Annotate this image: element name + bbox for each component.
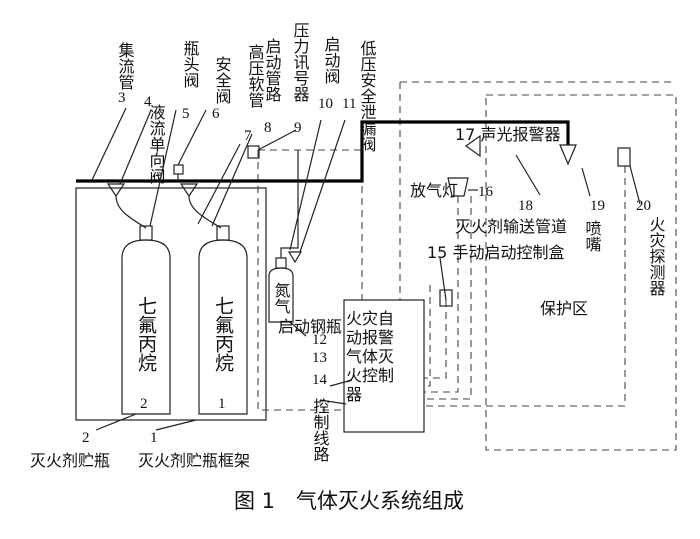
- control-line-e: [424, 196, 459, 393]
- cylinder-2-valve: [139, 225, 153, 241]
- num-8: 8: [264, 120, 272, 136]
- protection-area: [485, 94, 677, 451]
- check-valve-right: [179, 183, 199, 198]
- cylinder-1-number: 1: [218, 396, 226, 412]
- label-delivery-pipe: 灭火剂输送管道: [455, 217, 567, 236]
- num-11: 11: [342, 96, 356, 112]
- num-14: 14: [312, 372, 328, 388]
- cylinder-2-text: 七氟丙烷: [135, 296, 157, 372]
- cylinder-frame: [75, 187, 267, 421]
- num-3: 3: [118, 90, 126, 106]
- fire-detector: [617, 147, 631, 167]
- check-valve-left: [106, 183, 126, 198]
- label-controller: 火灾自 动报警 气体灭 火控制 器: [346, 309, 399, 404]
- control-line-d: [424, 300, 447, 379]
- cylinder-1-text: 七氟丙烷: [212, 296, 234, 372]
- num-19: 19: [590, 198, 605, 214]
- discharge-lamp: [447, 177, 469, 197]
- label-nitrogen: 氮气: [272, 282, 291, 314]
- num-20: 20: [636, 198, 651, 214]
- label-start-pipe: 启动管路: [263, 38, 282, 102]
- nozzle: [559, 144, 577, 166]
- sound-light-alarm: [464, 134, 481, 158]
- label-alarm: 17 声光报警器: [455, 125, 560, 144]
- label-low-pressure-valve: 低压安全泄漏阀: [358, 40, 377, 153]
- label-cylinder-valve: 瓶头阀: [181, 40, 200, 89]
- control-line-c: [424, 285, 431, 387]
- label-check-valve: 液流单向阀: [147, 104, 166, 185]
- label-start-valve: 启动阀: [322, 36, 341, 85]
- controller-box: [343, 299, 425, 433]
- manual-start-box: [439, 289, 453, 307]
- num-12: 12: [312, 332, 327, 348]
- num-5: 5: [182, 106, 190, 122]
- label-agent-cylinder: 灭火剂贮瓶: [30, 451, 110, 470]
- num-4: 4: [144, 94, 152, 110]
- num-10: 10: [318, 96, 333, 112]
- cylinder-2-number: 2: [140, 396, 148, 412]
- label-fire-detector: 火灾探测器: [647, 216, 666, 296]
- label-discharge-lamp: 放气灯: [410, 181, 458, 200]
- label-safety-valve: 安全阀: [213, 56, 232, 105]
- control-line-h: [257, 150, 344, 411]
- label-manual-box: 15 手动启动控制盒: [427, 243, 564, 262]
- figure-caption: 图 1 气体灭火系统组成: [234, 489, 464, 513]
- label-nozzle: 喷嘴: [583, 220, 602, 253]
- label-start-cylinder: 启动钢瓶: [278, 317, 342, 336]
- label-pressure-switch: 压力讯号器: [291, 22, 310, 102]
- num-13: 13: [312, 350, 327, 366]
- num-6: 6: [212, 106, 220, 122]
- num-9: 9: [294, 120, 302, 136]
- num-16: 16: [478, 184, 494, 200]
- collector-pipe: [76, 120, 570, 183]
- label-control-line: 控制线路: [311, 398, 330, 462]
- num-1: 1: [150, 430, 158, 446]
- label-cylinder-frame: 灭火剂贮瓶框架: [138, 451, 250, 470]
- num-18: 18: [518, 198, 533, 214]
- control-line-g: [424, 166, 626, 407]
- num-2: 2: [82, 430, 90, 446]
- safety-valve: [173, 164, 184, 175]
- num-7: 7: [244, 128, 252, 144]
- cylinder-1-valve: [216, 225, 230, 241]
- label-hose: 高压软管: [246, 44, 265, 108]
- control-line-f: [424, 196, 472, 400]
- label-collector: 集流管: [116, 42, 135, 90]
- pressure-switch: [247, 145, 260, 159]
- label-protection-area: 保护区: [540, 299, 588, 318]
